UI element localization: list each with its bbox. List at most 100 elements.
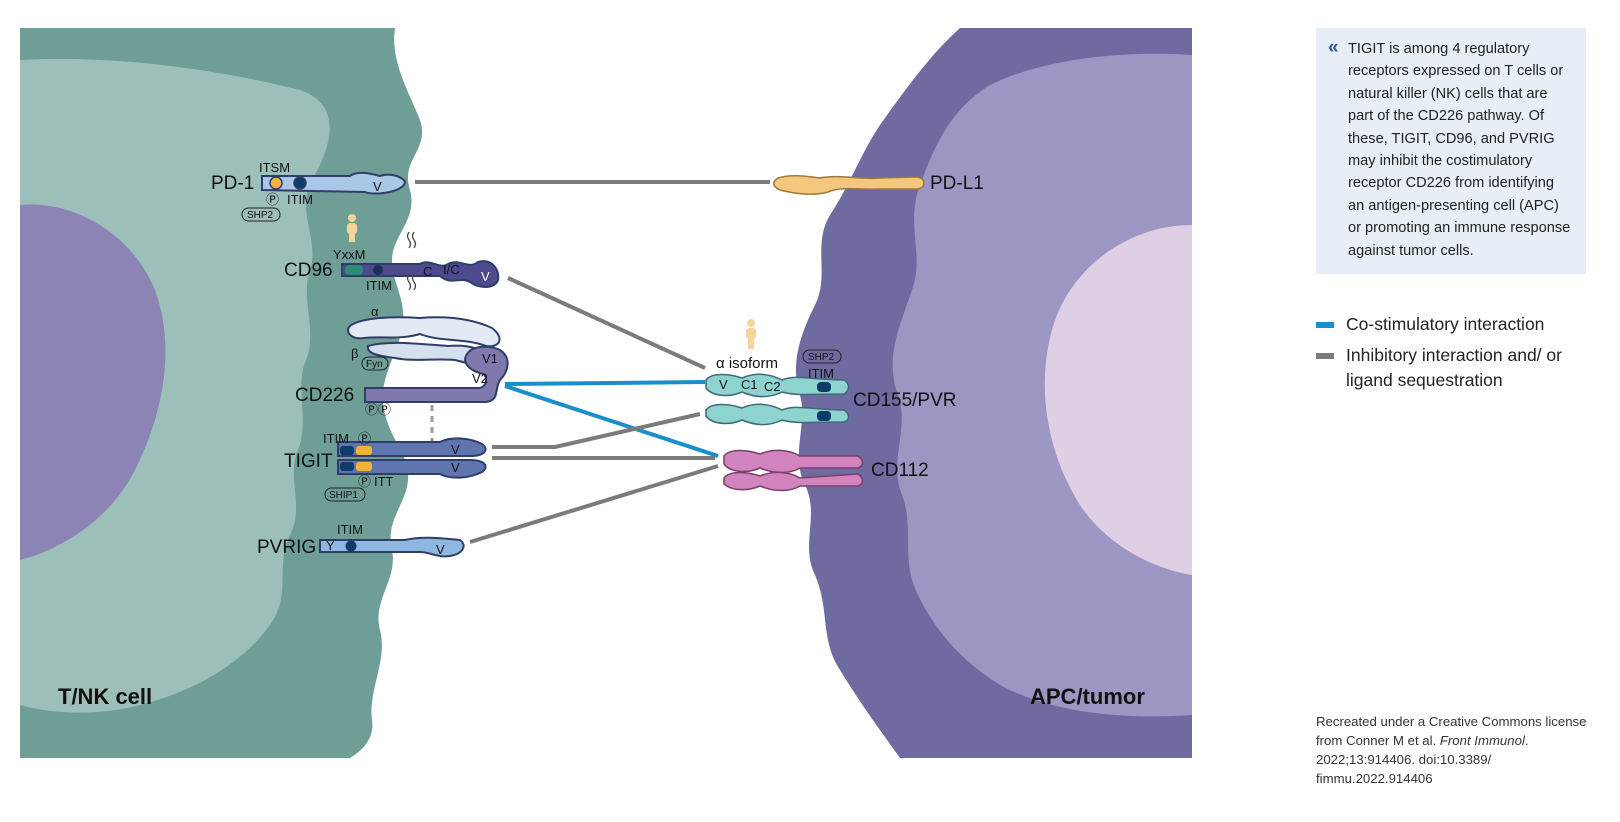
cd226-cd112-costim-line [504,384,719,458]
cd112-ligand: CD112 [723,449,929,492]
sidebar: « TIGIT is among 4 regulatory receptors … [1316,28,1586,399]
credit-journal: Front Immunol [1439,733,1525,748]
cd96-label: CD96 [284,260,333,281]
pd1-shp2-pill: SHP2 [241,207,281,222]
cd155-c1-domain: C1 [741,377,758,392]
pvrig-itim-motif [345,540,357,552]
t-nk-cell-label: T/NK cell [58,684,152,709]
tigit-phospho-label: Ⓟ [358,431,371,446]
cd226-v2-domain: V2 [472,371,488,386]
tigit-receptor: TIGIT ITIM Ⓟ Ⓟ ITT V V SHIP1 [284,431,487,502]
cd226-receptor: CD226 α β V1 V2 ⓅⓅ Fyn [295,304,509,417]
cd112-lower-chain [723,471,864,492]
pvrig-body [319,536,465,558]
tigit-itim-motif [340,446,354,455]
cd155-label: CD155/PVR [853,390,957,411]
quote-icon: « [1328,37,1339,58]
t-cell-cytoplasm [20,59,330,713]
t-nk-cell [20,28,423,758]
cd226-label: CD226 [295,385,354,406]
cd226-alpha-label: α [371,304,379,319]
cd96-receptor: CD96 YxxM ITIM C I/C V [284,231,500,293]
pd1-v-domain: V [373,179,382,194]
legend-swatch-costim [1316,322,1334,329]
t-cell-nucleus [20,204,166,560]
pvrig-v-domain: V [436,542,445,557]
pdl1-body [773,174,925,195]
credit-text: Recreated under a Creative Commons licen… [1316,712,1596,788]
pd1-itsm-label: ITSM [259,160,290,175]
cd155-isoform-label: α isoform [716,355,778,372]
cd96-itim-motif [373,265,383,275]
cd96-v-domain: V [481,269,490,284]
legend-item-costim: Co-stimulatory interaction [1316,312,1586,337]
pd1-itim-label: ITIM [287,192,313,207]
cd96-ic-domain: I/C [443,262,460,277]
cd96-itim-label: ITIM [366,278,392,293]
pvrig-label: PVRIG [257,537,316,558]
tigit-cd155-inhibitory-line [492,412,701,449]
legend: Co-stimulatory interaction Inhibitory in… [1316,312,1586,393]
cd226-v1-domain: V1 [482,351,498,366]
cd155-shp2-pill: SHP2 [802,349,842,364]
drug-figure-icon [746,319,756,349]
pvrig-y-label: Y [326,538,335,553]
tigit-itt-label: ITT [374,474,394,489]
cd226-beta-label: β [351,346,358,361]
cd155-ligand: α isoform V C1 C2 ITIM SHP2 CD155/PVR [705,349,957,426]
cd96-yxxm-motif [345,265,363,275]
tigit-ship1-pill: SHIP1 [324,487,366,502]
apc-cytoplasm [892,53,1192,717]
pd1-itsm-motif [269,176,283,190]
cd155-lower-chain [705,403,850,426]
cd226-phospho-label: ⓅⓅ [365,402,391,417]
pd1-receptor: PD-1 ITSM Ⓟ ITIM V SHP2 [211,160,407,222]
receptor-diagram: PD-1 ITSM Ⓟ ITIM V SHP2 CD96 YxxM ITIM C… [20,28,1192,758]
cd96-cd155-inhibitory-line [507,276,706,370]
cd226-body [364,345,509,403]
tigit-itim-motif-lower [340,462,354,471]
drug-figure-icon [347,214,357,242]
apc-nucleus [1044,225,1192,575]
tigit-upper-chain [337,437,487,457]
tigit-label: TIGIT [284,451,333,472]
cd155-shp2-label: SHP2 [808,352,835,363]
cd155-itim-label: ITIM [808,366,834,381]
legend-item-inhib: Inhibitory interaction and/ or ligand se… [1316,343,1586,393]
pvrig-receptor: PVRIG ITIM Y V [257,522,465,558]
tigit-itt-motif [356,446,372,455]
apc-tumor-label: APC/tumor [1030,684,1145,709]
pdl1-ligand: PD-L1 [773,173,984,195]
tigit-lower-chain [337,459,487,479]
tigit-phospho-itt-label: Ⓟ [358,474,371,489]
legend-swatch-inhib [1316,353,1334,360]
pd1-body [261,171,407,195]
credit-after: . 2022;13:914406. doi:10.3389/ fimmu.202… [1316,733,1529,786]
cd96-wavy-icon [406,231,417,291]
cd155-itim-motif-lower [817,411,831,421]
info-note: « TIGIT is among 4 regulatory receptors … [1316,28,1586,275]
tigit-itim-label: ITIM [323,431,349,446]
cd96-yxxm-label: YxxM [333,247,366,262]
cd96-c-domain: C [423,264,432,279]
info-note-text: TIGIT is among 4 regulatory receptors ex… [1348,41,1571,259]
cd155-v-domain: V [719,377,728,392]
legend-label-costim: Co-stimulatory interaction [1346,314,1545,335]
pd1-itim-motif [293,176,307,190]
pvrig-cd112-inhibitory-line [469,464,719,544]
apc-tumor-cell [795,28,1192,758]
pd1-label: PD-1 [211,173,254,194]
tigit-v-domain-lower: V [451,460,460,475]
tigit-v-domain-upper: V [451,442,460,457]
legend-label-inhib: Inhibitory interaction and/ or ligand se… [1346,345,1562,391]
pd1-phospho-label: Ⓟ [266,192,279,207]
cd226-fyn-label: Fyn [366,359,383,370]
tigit-ship1-label: SHIP1 [329,490,358,501]
cd226-cd155-costim-line [504,380,706,386]
cd155-c2-domain: C2 [764,379,781,394]
pdl1-label: PD-L1 [930,173,984,194]
pd1-shp2-label: SHP2 [247,210,274,221]
tigit-itt-motif-lower [356,462,372,471]
interaction-lines [415,180,770,544]
cd155-itim-motif [817,382,831,392]
